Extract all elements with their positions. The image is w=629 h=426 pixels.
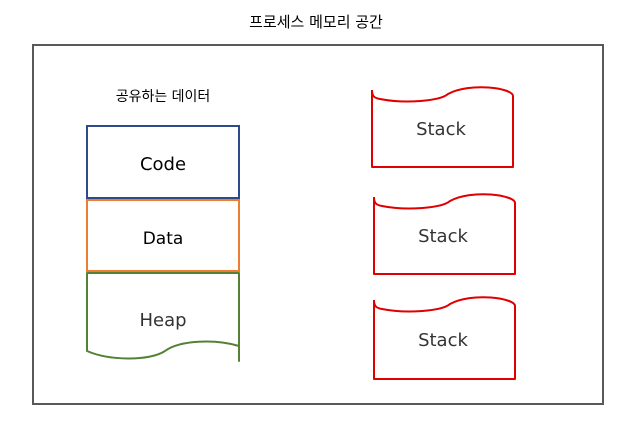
diagram-title: 프로세스 메모리 공간 — [249, 13, 383, 31]
stack-shape — [371, 86, 514, 168]
heap-segment — [86, 272, 240, 362]
stack-label: Stack — [418, 330, 468, 351]
data-segment-label: Data — [143, 229, 184, 249]
stack-label: Stack — [416, 119, 466, 140]
heap-segment-label: Heap — [139, 310, 186, 331]
stack-shape — [373, 193, 516, 275]
data-segment — [86, 199, 240, 272]
code-segment — [86, 125, 240, 199]
code-segment-label: Code — [140, 154, 186, 175]
process-memory-frame — [32, 44, 604, 405]
stack-shape — [373, 296, 516, 380]
shared-data-label: 공유하는 데이터 — [116, 89, 211, 105]
stack-label: Stack — [418, 226, 468, 247]
